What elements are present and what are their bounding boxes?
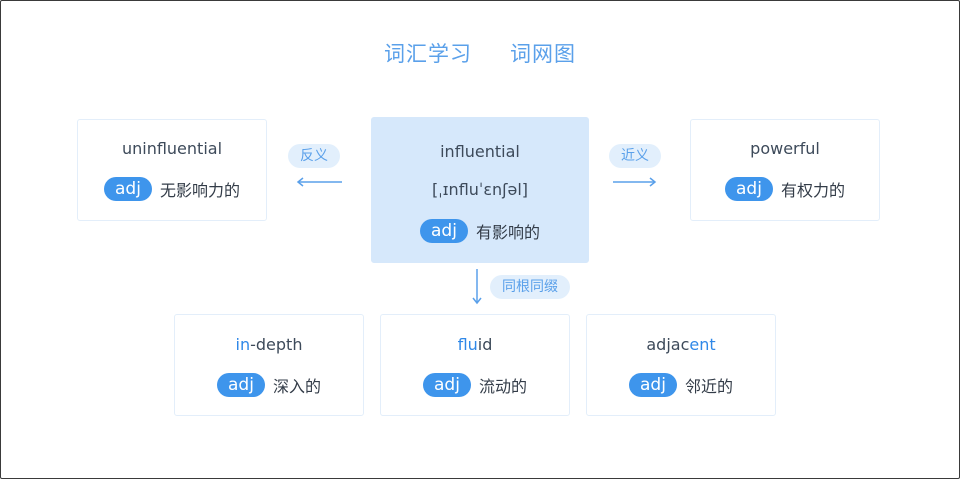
- pos-badge: adj: [104, 177, 152, 201]
- cognate-label: 同根同缀: [490, 275, 570, 299]
- related-word: fluid: [457, 335, 493, 354]
- synonym-meaning: 有权力的: [780, 181, 845, 200]
- synonym-label: 近义: [609, 144, 661, 168]
- related-definition: adj 邻近的: [587, 373, 775, 397]
- related-word: in-depth: [235, 335, 303, 354]
- pos-badge: adj: [420, 219, 468, 243]
- synonym-card[interactable]: powerful adj 有权力的: [690, 119, 880, 221]
- related-definition: adj 流动的: [381, 373, 569, 397]
- related-word-card[interactable]: adjacent adj 邻近的: [586, 314, 776, 416]
- synonym-word: powerful: [750, 139, 820, 158]
- arrow-left-icon: [296, 177, 342, 187]
- related-word-card[interactable]: fluid adj 流动的: [380, 314, 570, 416]
- center-meaning: 有影响的: [475, 223, 540, 242]
- pos-badge: adj: [423, 373, 471, 397]
- antonym-meaning: 无影响力的: [159, 181, 240, 200]
- related-meaning: 邻近的: [684, 377, 733, 396]
- arrow-right-icon: [613, 177, 657, 187]
- arrow-down-icon: [472, 269, 482, 305]
- pos-badge: adj: [217, 373, 265, 397]
- center-word-card[interactable]: influential [ˌɪnfluˈɛnʃəl] adj 有影响的: [371, 117, 589, 263]
- center-definition: adj 有影响的: [372, 219, 588, 243]
- center-phonetic: [ˌɪnfluˈɛnʃəl]: [431, 180, 529, 199]
- center-word: influential: [440, 142, 520, 161]
- related-meaning: 流动的: [478, 377, 527, 396]
- related-meaning: 深入的: [272, 377, 321, 396]
- page-header: 词汇学习 词网图: [0, 38, 960, 68]
- pos-badge: adj: [725, 177, 773, 201]
- antonym-definition: adj 无影响力的: [78, 177, 266, 201]
- related-definition: adj 深入的: [175, 373, 363, 397]
- synonym-definition: adj 有权力的: [691, 177, 879, 201]
- pos-badge: adj: [629, 373, 677, 397]
- antonym-word: uninfluential: [121, 139, 223, 158]
- antonym-label: 反义: [288, 144, 340, 168]
- antonym-card[interactable]: uninfluential adj 无影响力的: [77, 119, 267, 221]
- related-word: adjacent: [646, 335, 716, 354]
- tab-vocabulary-learning[interactable]: 词汇学习: [384, 42, 472, 66]
- related-word-card[interactable]: in-depth adj 深入的: [174, 314, 364, 416]
- tab-word-map[interactable]: 词网图: [510, 42, 576, 66]
